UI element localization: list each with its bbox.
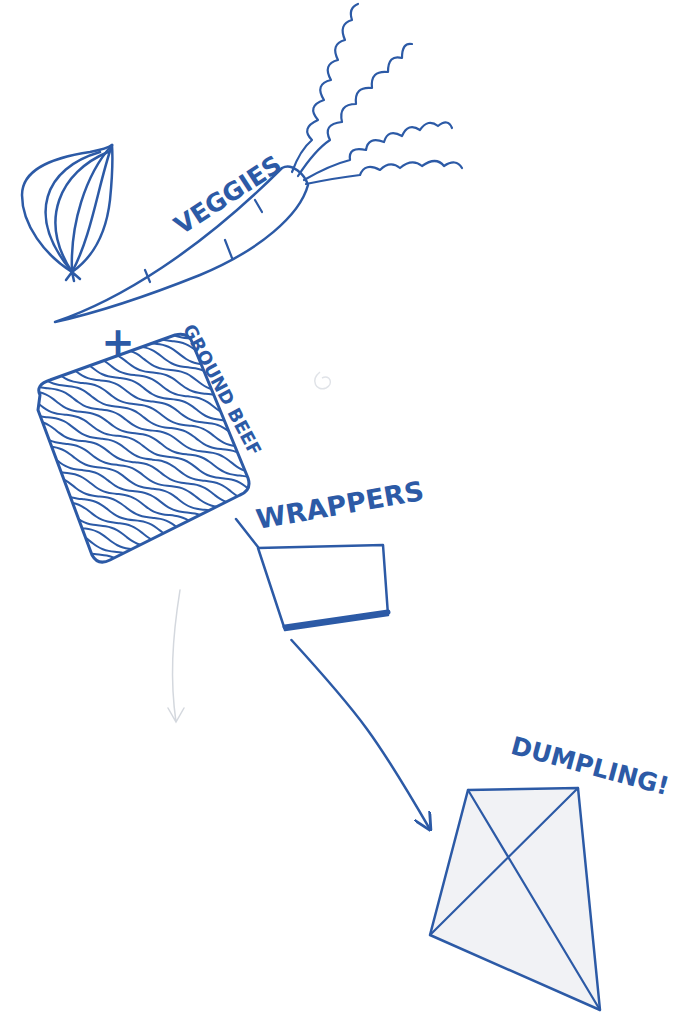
leader-line [236,519,258,547]
node-outline [255,540,390,640]
shape-stroke [55,166,308,322]
meat-texture-line [28,184,408,342]
carrot-leaf [292,4,358,172]
meat-texture-line [0,451,301,609]
meat-texture [0,176,412,718]
meat-texture-line [32,176,412,334]
onion-drawing [22,145,112,281]
meat-texture-line [0,418,314,576]
meat-texture-line [0,543,264,701]
carrot-leaf [304,122,452,180]
carrot-shape: VEGGIES [50,150,310,330]
carrot-leaf [306,161,462,184]
meat-texture-line [0,493,284,651]
meat-texture-line [0,501,281,659]
meat-texture-line [0,276,371,434]
shape-stroke [258,545,388,630]
onion-root [66,272,80,281]
faint-sketch-arrow [168,590,184,722]
onion-stripe [46,152,100,272]
meat-texture-line [25,192,405,350]
node-label: VEGGIES [170,151,286,238]
meat-texture-line [0,326,351,484]
meat-texture-line [0,551,260,709]
meat-texture-line [0,526,270,684]
meat-texture-line [18,209,398,367]
meat-texture-line [0,343,345,501]
meat-texture-line [0,535,267,693]
onion-outline [22,145,112,272]
node-label: WRAPPERS [254,477,426,533]
ground-beef-block: GROUND BEEF [20,320,270,575]
node-outline [430,780,615,1015]
meat-texture-line [0,468,294,626]
meat-texture-line [0,293,365,451]
meat-texture-line [22,201,402,359]
carrot-greens [292,4,462,184]
onion-stripe [72,145,112,272]
meat-texture-line [0,510,277,668]
shape-stroke [430,788,600,1010]
meat-texture-line [0,485,287,643]
dumpling-shape: DUMPLING! [430,780,615,1015]
meat-texture-line [0,460,297,618]
node-label: GROUND BEEF [180,322,264,459]
meat-texture-line [0,518,274,676]
carrot-leaf [298,44,412,176]
plus-sign: + [101,322,135,362]
faint-smudge [315,372,330,389]
shape-stroke [285,612,388,627]
meat-texture-line [0,476,291,634]
meat-texture-line [0,560,257,718]
flow-arrow [291,640,430,829]
onion-stripe [72,145,112,272]
node-outline [20,320,270,575]
shape-stroke [430,788,600,1010]
wrapper-stack: WRAPPERS [255,540,390,640]
